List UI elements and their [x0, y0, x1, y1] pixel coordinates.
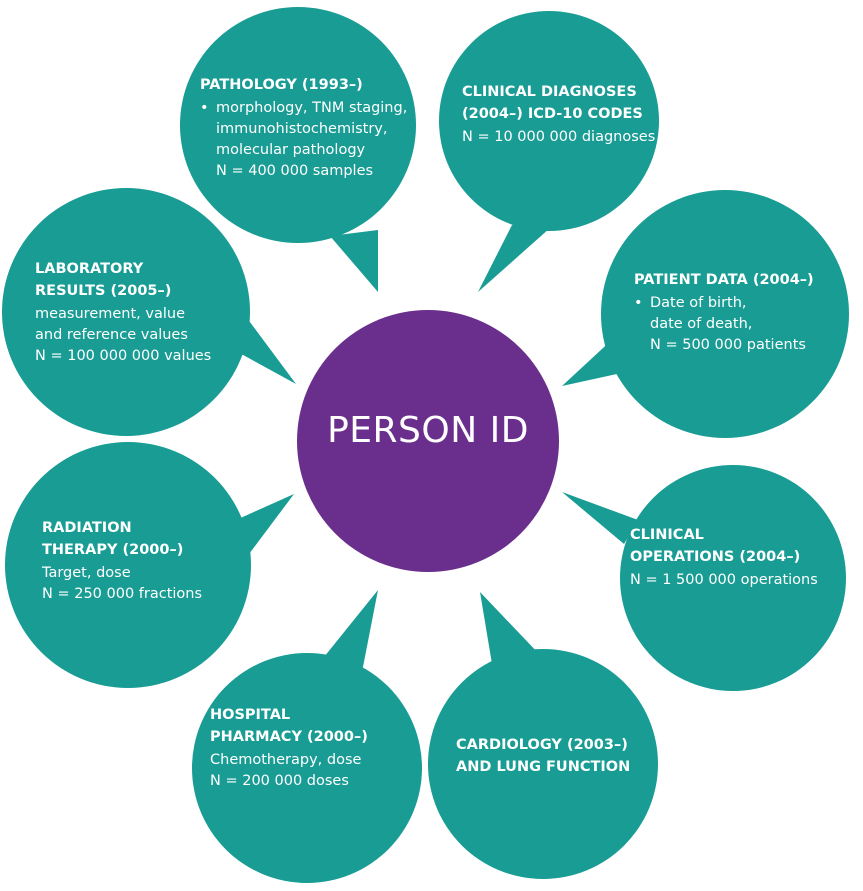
bullet-dot-icon: •: [200, 100, 209, 116]
bubble-circle-patient-data: [601, 190, 849, 438]
bubble-tail-radiation-therapy: [236, 494, 294, 566]
bubble-title: CLINICAL OPERATIONS (2004–): [630, 524, 830, 568]
bubble-text-clinical-operations: CLINICAL OPERATIONS (2004–) N = 1 500 000 …: [630, 524, 830, 591]
bubble-circle-cardiology: [428, 649, 658, 879]
bubble-body: Chemotherapy, dose N = 200 000 doses: [210, 750, 390, 792]
bubble-text-hospital-pharmacy: HOSPITAL PHARMACY (2000–) Chemotherapy, do…: [210, 704, 390, 792]
bubble-title: CLINICAL DIAGNOSES (2004–) ICD-10 CODES: [462, 81, 672, 125]
bubble-title-line: THERAPY (2000–): [42, 542, 184, 558]
bubble-body-line: N = 100 000 000 values: [35, 348, 212, 364]
bubble-body-line: N = 400 000 samples: [216, 163, 374, 179]
bubble-body: N = 10 000 000 diagnoses: [462, 127, 672, 148]
bubble-text-laboratory-results: LABORATORY RESULTS (2005–) measurement, va…: [35, 258, 250, 367]
person-id-label: PERSON ID: [327, 410, 529, 451]
bubble-body-line: Chemotherapy, dose: [210, 752, 362, 768]
bubble-title-line: CLINICAL DIAGNOSES: [462, 84, 637, 100]
bubble-body-line: N = 500 000 patients: [650, 337, 806, 353]
bubble-body-line: N = 1 500 000 operations: [630, 572, 818, 588]
bubble-tail-clinical-operations: [562, 492, 638, 544]
bubble-body: measurement, value and reference values N …: [35, 304, 250, 367]
bubble-clinical-diagnoses: [439, 11, 659, 292]
bubble-text-cardiology: CARDIOLOGY (2003–) AND LUNG FUNCTION: [456, 734, 646, 780]
bullet-row: • Date of birth,: [634, 293, 824, 314]
bullet-row: • morphology, TNM staging,: [200, 98, 420, 119]
bubble-circle-radiation-therapy: [5, 442, 251, 688]
bubble-body-line: Target, dose: [42, 565, 131, 581]
bubble-tail-pathology: [330, 230, 378, 292]
bubble-body: N = 1 500 000 operations: [630, 570, 830, 591]
bubble-body: • morphology, TNM staging, immunohistochem…: [200, 98, 420, 182]
bubble-title: HOSPITAL PHARMACY (2000–): [210, 704, 390, 748]
bubble-hospital-pharmacy: [192, 590, 422, 883]
bubble-text-patient-data: PATIENT DATA (2004–) • Date of birth, date …: [634, 269, 824, 356]
person-id-circle: [297, 310, 559, 572]
bubble-title-line: CARDIOLOGY (2003–): [456, 737, 628, 753]
bubble-title: PATHOLOGY (1993–): [200, 74, 420, 96]
bubble-title: PATIENT DATA (2004–): [634, 269, 824, 291]
bubble-circle-clinical-diagnoses: [439, 11, 659, 231]
bubble-body: Target, dose N = 250 000 fractions: [42, 563, 232, 605]
bubble-title-line: PATHOLOGY (1993–): [200, 77, 363, 93]
bubble-cardiology: [428, 592, 658, 879]
bubble-title-line: HOSPITAL: [210, 707, 291, 723]
bubble-title-line: PHARMACY (2000–): [210, 729, 368, 745]
bubble-clinical-operations: [562, 465, 846, 691]
bubble-title-line: AND LUNG FUNCTION: [456, 759, 631, 775]
bubble-body: • Date of birth, date of death, N = 500 000…: [634, 293, 824, 356]
bubble-body-line: molecular pathology: [216, 142, 366, 158]
bubble-circle-laboratory-results: [2, 188, 250, 436]
bubble-title-line: LABORATORY: [35, 261, 144, 277]
bubble-text-clinical-diagnoses: CLINICAL DIAGNOSES (2004–) ICD-10 CODES N …: [462, 81, 672, 148]
bubble-body-line: immunohistochemistry,: [216, 121, 388, 137]
bubble-pathology: [180, 7, 416, 292]
bubble-title: LABORATORY RESULTS (2005–): [35, 258, 250, 302]
bubble-shapes: [2, 7, 849, 883]
bubble-title: CARDIOLOGY (2003–) AND LUNG FUNCTION: [456, 734, 646, 778]
bubble-circle-hospital-pharmacy: [192, 653, 422, 883]
bubble-body-line: N = 250 000 fractions: [42, 586, 203, 602]
bubble-patient-data: [562, 190, 849, 438]
bubble-title-line: (2004–) ICD-10 CODES: [462, 106, 643, 122]
bubble-text-pathology: PATHOLOGY (1993–) • morphology, TNM stagin…: [200, 74, 420, 182]
bubble-title-line: PATIENT DATA (2004–): [634, 272, 814, 288]
bubble-title-line: CLINICAL: [630, 527, 704, 543]
bubble-tail-clinical-diagnoses: [478, 225, 550, 292]
bubble-tail-hospital-pharmacy: [320, 590, 378, 672]
bubble-title-line: RESULTS (2005–): [35, 283, 172, 299]
bubble-body-line: N = 200 000 doses: [210, 773, 349, 789]
bullet-text: morphology, TNM staging,: [216, 100, 408, 116]
bubble-title-line: RADIATION: [42, 520, 132, 536]
bubble-circle-pathology: [180, 7, 416, 243]
bubble-laboratory-results: [2, 188, 296, 436]
bullet-text: Date of birth,: [650, 295, 747, 311]
bubble-tail-laboratory-results: [234, 306, 296, 384]
bubble-title-line: OPERATIONS (2004–): [630, 549, 801, 565]
bubble-radiation-therapy: [5, 442, 294, 688]
bubble-body-line: date of death,: [650, 316, 753, 332]
bullet-dot-icon: •: [634, 295, 643, 311]
bubble-circle-clinical-operations: [620, 465, 846, 691]
bubble-text-radiation-therapy: RADIATION THERAPY (2000–) Target, dose N = …: [42, 517, 232, 605]
bubble-body-line: measurement, value: [35, 306, 185, 322]
bubble-tail-cardiology: [480, 592, 540, 664]
bubble-tail-patient-data: [562, 336, 626, 386]
bubble-body-line: N = 10 000 000 diagnoses: [462, 129, 656, 145]
bubble-body-line: and reference values: [35, 327, 188, 343]
bubble-title: RADIATION THERAPY (2000–): [42, 517, 232, 561]
